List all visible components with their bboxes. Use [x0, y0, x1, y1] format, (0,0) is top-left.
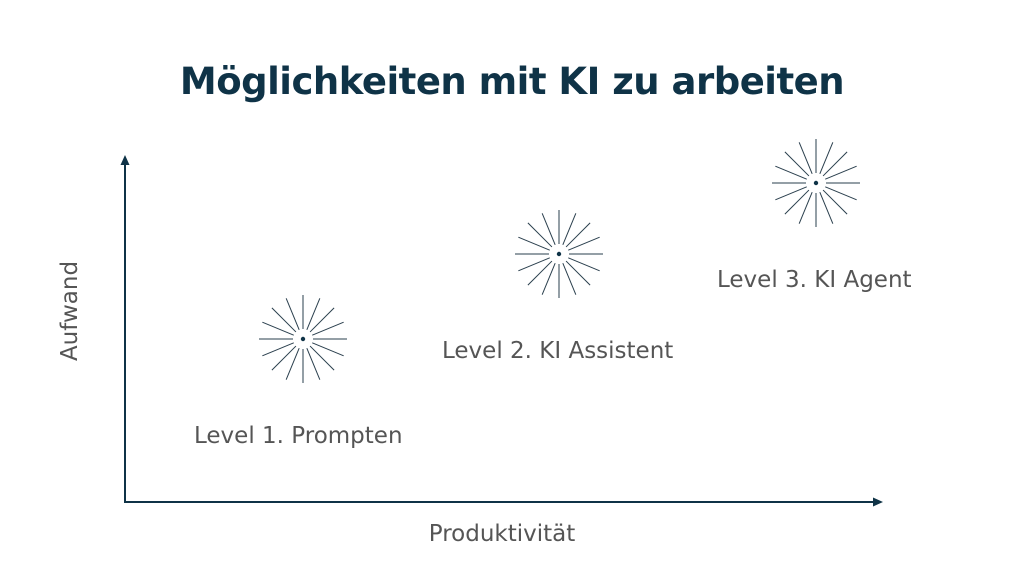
burst-center-dot	[300, 336, 306, 342]
burst-ray	[309, 307, 335, 333]
burst-ray	[306, 298, 321, 330]
burst-ray	[527, 260, 553, 286]
burst-ray	[271, 345, 297, 371]
burst-ray	[565, 222, 591, 248]
burst-ray	[271, 307, 297, 333]
burst-icon	[772, 139, 860, 227]
x-axis-arrowhead	[873, 497, 883, 507]
burst-ray	[285, 348, 300, 380]
burst-ray	[527, 222, 553, 248]
burst-ray	[312, 321, 344, 336]
burst-ray	[262, 342, 294, 357]
burst-ray	[262, 321, 294, 336]
burst-ray	[312, 342, 344, 357]
burst-ray	[306, 348, 321, 380]
burst-icon	[259, 295, 347, 383]
burst-ray	[825, 186, 857, 201]
y-axis-arrowhead	[120, 155, 130, 165]
burst-ray	[784, 189, 810, 215]
level-3-label: Level 3. KI Agent	[717, 267, 912, 293]
burst-center-dot	[813, 180, 819, 186]
burst-ray	[541, 213, 556, 245]
burst-ray	[822, 189, 848, 215]
burst-ray	[562, 213, 577, 245]
burst-ray	[309, 345, 335, 371]
burst-ray	[518, 257, 550, 272]
burst-icon	[515, 210, 603, 298]
burst-ray	[568, 236, 600, 251]
level-1-label: Level 1. Prompten	[194, 423, 403, 449]
burst-ray	[819, 142, 834, 174]
burst-ray	[819, 192, 834, 224]
level-2-label: Level 2. KI Assistent	[442, 338, 674, 364]
burst-ray	[798, 142, 813, 174]
burst-ray	[562, 263, 577, 295]
burst-ray	[565, 260, 591, 286]
slide-title: Möglichkeiten mit KI zu arbeiten	[179, 60, 845, 103]
y-axis-label: Aufwand	[57, 260, 83, 362]
burst-ray	[822, 151, 848, 177]
x-axis-label: Produktivität	[428, 521, 576, 547]
burst-ray	[798, 192, 813, 224]
burst-ray	[285, 298, 300, 330]
burst-ray	[825, 165, 857, 180]
burst-ray	[568, 257, 600, 272]
burst-ray	[541, 263, 556, 295]
burst-ray	[775, 165, 807, 180]
burst-ray	[784, 151, 810, 177]
burst-center-dot	[556, 251, 562, 257]
burst-ray	[775, 186, 807, 201]
burst-ray	[518, 236, 550, 251]
